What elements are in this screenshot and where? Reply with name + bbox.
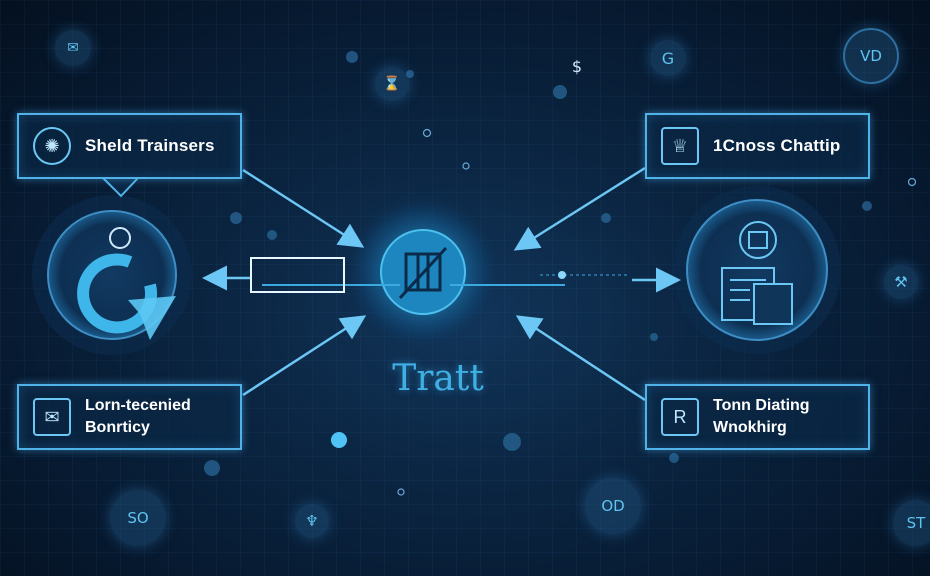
floating-tool-icon: ⚒ (884, 265, 918, 299)
particles (397, 128, 917, 496)
node-bottom-left-line2: Bonrticy (85, 419, 150, 436)
floating-st-badge: ST (893, 500, 930, 546)
arrow-topleft-to-hub (242, 168, 365, 248)
floating-chat-icon: ✉ (55, 30, 91, 66)
node-bottom-right[interactable]: R Tonn Diating Wnokhirg (645, 384, 870, 450)
arrow-topright-to-hub (513, 166, 646, 251)
arrow-bottomleft-to-hub (242, 315, 367, 397)
center-title: Tratt (392, 358, 484, 399)
bokeh (204, 51, 872, 476)
floating-tie-icon: ♆ (295, 504, 329, 538)
node-bottom-right-line2: Wnokhirg (713, 419, 787, 436)
envelope-icon: ✉ (33, 398, 71, 436)
arrow-bottomright-to-hub (515, 315, 646, 402)
brain-icon: ✺ (33, 127, 71, 165)
node-bottom-right-line1: Tonn Diating (713, 397, 810, 414)
floating-hourglass-icon: ⌛ (375, 67, 409, 101)
award-icon: ♕ (661, 127, 699, 165)
floating-so-badge: SO (110, 490, 166, 546)
central-hub-icon (398, 246, 448, 300)
floating-vd-badge: VD (843, 28, 899, 84)
floating-g-icon: G (650, 40, 686, 76)
node-bottom-left-line1: Lorn-tecenied (85, 397, 191, 414)
callout-pointer (102, 177, 139, 198)
node-bottom-left[interactable]: ✉ Lorn-tecenied Bonrticy (17, 384, 242, 450)
floating-dollar-icon: $ (571, 56, 583, 76)
connector-frame (250, 257, 345, 293)
left-hub-wing (128, 296, 176, 340)
bright-dot (331, 432, 347, 448)
connectors (202, 166, 681, 402)
node-top-left[interactable]: ✺ Sheld Trainsers (17, 113, 242, 179)
left-hub-small-icon (109, 227, 131, 249)
node-top-right-label: 1Cnoss Chattip (713, 136, 841, 155)
floating-od-badge: OD (585, 478, 641, 534)
tag-icon: R (661, 398, 699, 436)
node-top-right[interactable]: ♕ 1Cnoss Chattip (645, 113, 870, 179)
node-top-left-label: Sheld Trainsers (85, 136, 215, 155)
